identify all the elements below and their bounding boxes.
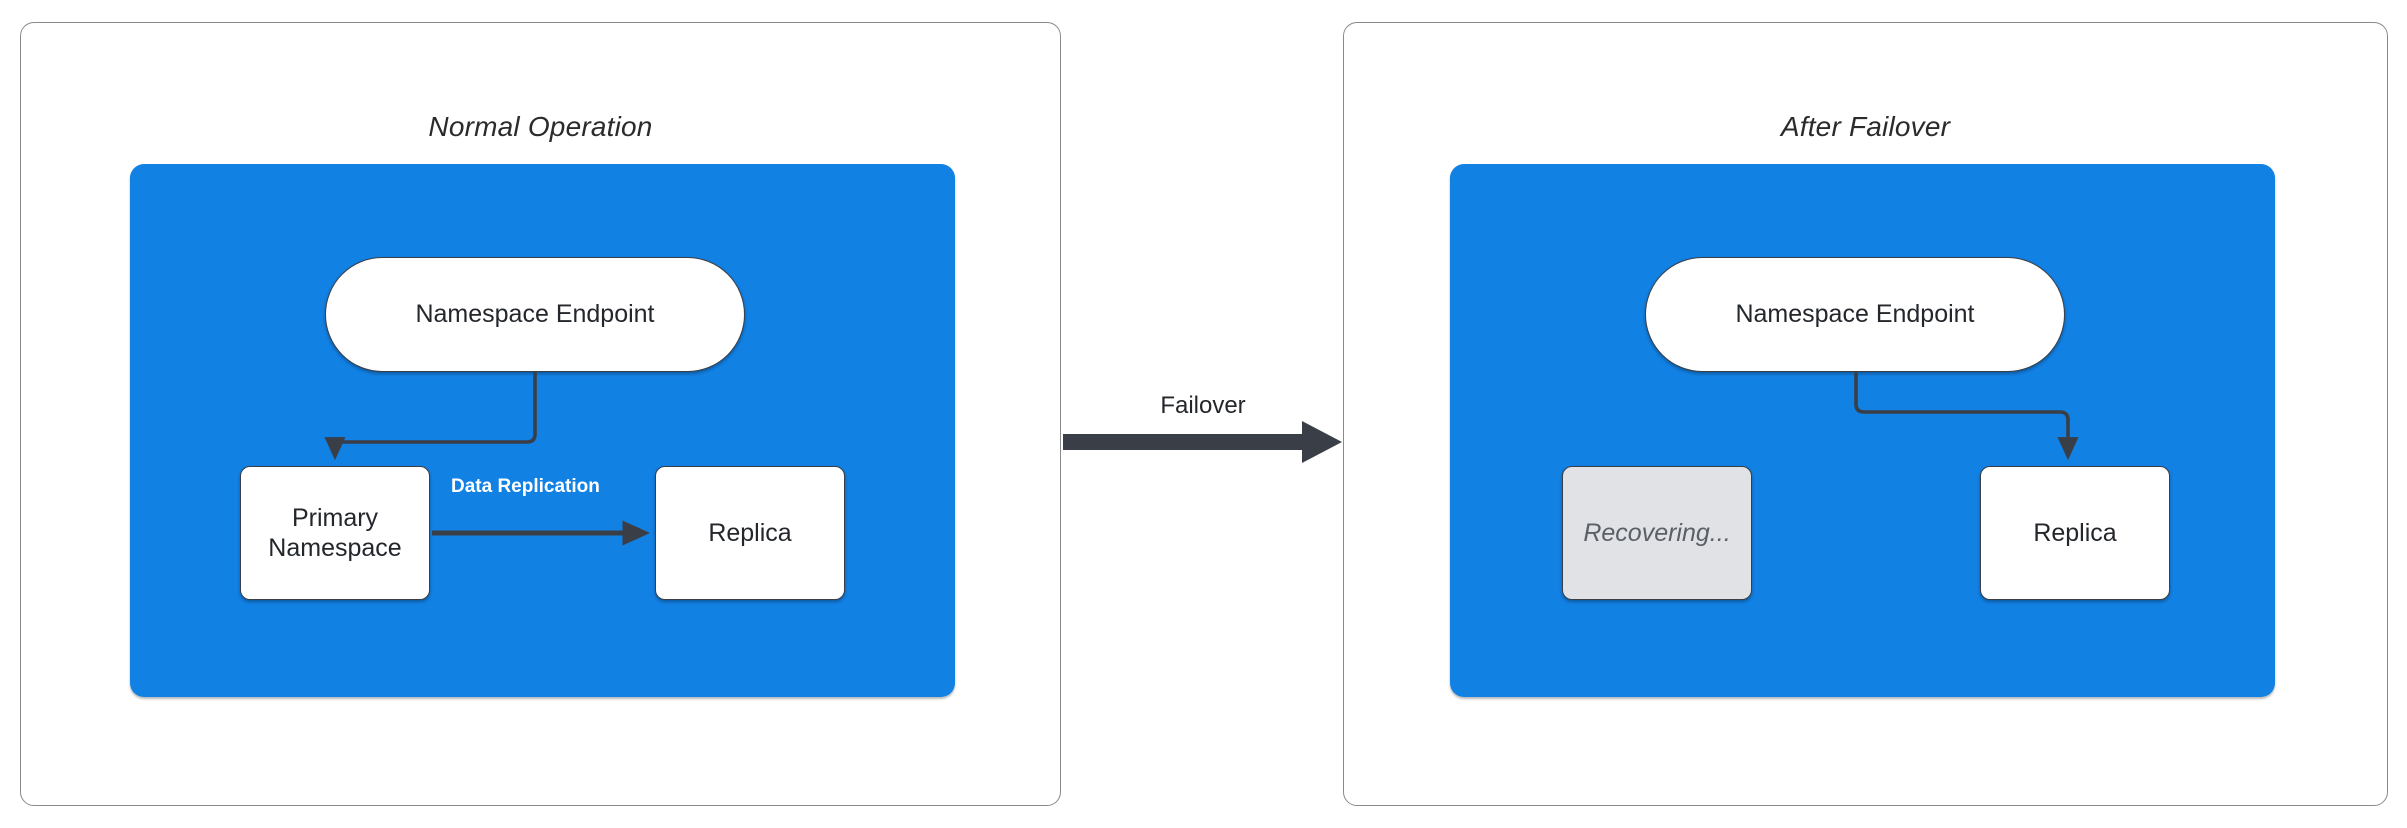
node-label: Namespace Endpoint: [1735, 300, 1975, 329]
node-recovering[interactable]: Recovering...: [1562, 466, 1752, 600]
cluster-normal-operation: [130, 164, 955, 697]
cluster-after-failover: [1450, 164, 2275, 697]
panel-title-normal-operation: Normal Operation: [428, 111, 653, 142]
node-namespace-endpoint-left[interactable]: Namespace Endpoint: [325, 257, 745, 372]
panel-title-after-failover: After Failover: [1780, 111, 1951, 142]
node-replica-left[interactable]: Replica: [655, 466, 845, 600]
node-namespace-endpoint-right[interactable]: Namespace Endpoint: [1645, 257, 2065, 372]
node-label: Replica: [708, 518, 792, 547]
transition-label-failover: Failover: [1160, 392, 1246, 419]
node-label: Recovering...: [1583, 518, 1731, 547]
transition-arrow-failover: [1063, 421, 1342, 463]
node-label: Replica: [2033, 518, 2117, 547]
node-replica-right[interactable]: Replica: [1980, 466, 2170, 600]
edge-label-data-replication: Data Replication: [451, 476, 600, 497]
node-label: Namespace Endpoint: [415, 300, 655, 329]
node-label: Primary Namespace: [268, 503, 402, 563]
node-primary-namespace[interactable]: Primary Namespace: [240, 466, 430, 600]
